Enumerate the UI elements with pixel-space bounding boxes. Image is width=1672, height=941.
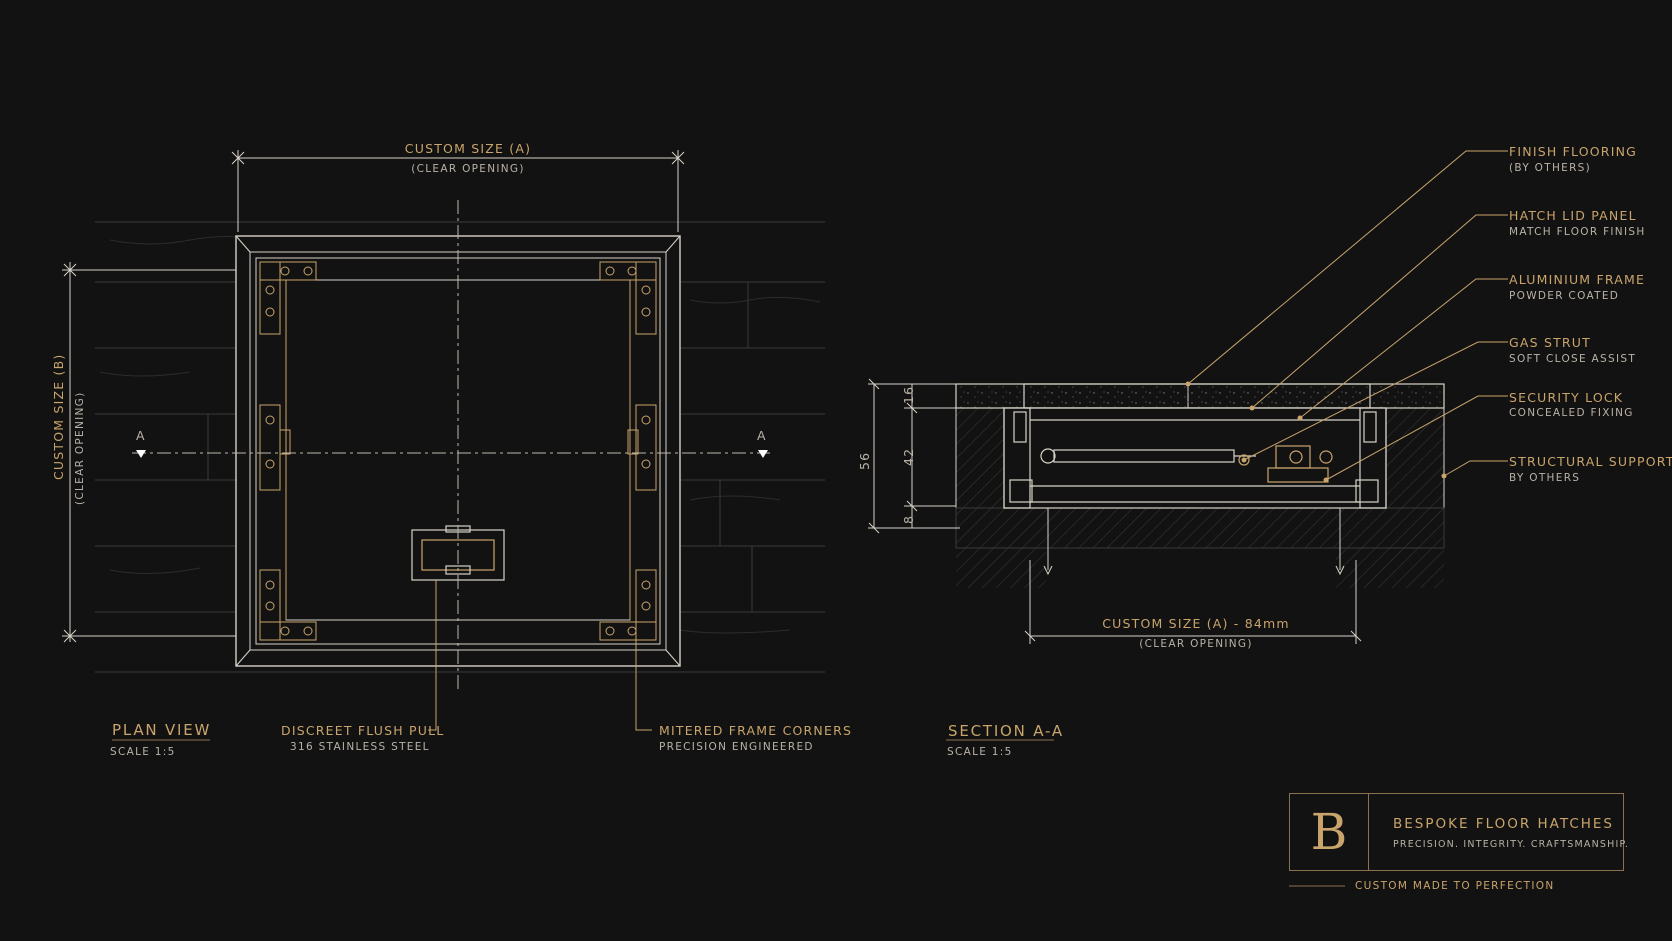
plan-dim-top bbox=[231, 150, 685, 232]
security-lock bbox=[1267, 445, 1333, 483]
section-dim-bottom bbox=[1024, 560, 1362, 644]
section-callout-leaders bbox=[1185, 150, 1508, 483]
section-dim-mid: 42 bbox=[901, 447, 916, 466]
callout-structural-support-sub: BY OTHERS bbox=[1509, 472, 1581, 484]
callout-hatch-lid: HATCH LID PANEL bbox=[1509, 208, 1637, 223]
section-dim-bottom-sub: (CLEAR OPENING) bbox=[1139, 638, 1253, 650]
callout-corners-title: MITERED FRAME CORNERS bbox=[659, 723, 853, 738]
brand-block: B BESPOKE FLOOR HATCHES PRECISION. INTEG… bbox=[1289, 793, 1628, 871]
callout-gas-strut-sub: SOFT CLOSE ASSIST bbox=[1509, 353, 1637, 365]
callout-hatch-lid-sub: MATCH FLOOR FINISH bbox=[1509, 226, 1646, 238]
plan-dim-left-label: CUSTOM SIZE (B) bbox=[51, 353, 66, 480]
brand-name: BESPOKE FLOOR HATCHES bbox=[1393, 816, 1615, 832]
section-dims-vertical bbox=[868, 378, 960, 534]
callout-structural-support: STRUCTURAL SUPPORT bbox=[1509, 454, 1672, 469]
callout-pull-title: DISCREET FLUSH PULL bbox=[281, 723, 445, 738]
plan-dim-top-sub: (CLEAR OPENING) bbox=[411, 163, 525, 175]
plan-view bbox=[62, 150, 825, 741]
section-marker-right: A bbox=[757, 428, 767, 443]
brand-divider bbox=[1368, 794, 1369, 870]
section-view bbox=[868, 150, 1508, 741]
plan-dim-left bbox=[62, 262, 240, 643]
callout-gas-strut: GAS STRUT bbox=[1509, 335, 1591, 350]
plan-dim-top-label: CUSTOM SIZE (A) bbox=[404, 141, 532, 156]
plan-dim-left-sub: (CLEAR OPENING) bbox=[74, 391, 86, 506]
section-title: SECTION A-A bbox=[948, 722, 1064, 740]
section-frame bbox=[1003, 383, 1387, 509]
callout-finish-flooring-sub: (BY OTHERS) bbox=[1509, 162, 1592, 174]
section-fixings bbox=[1043, 508, 1345, 576]
section-dim-bottom-label: CUSTOM SIZE (A) - 84mm bbox=[1102, 616, 1290, 631]
brand-tagline: PRECISION. INTEGRITY. CRAFTSMANSHIP. bbox=[1393, 839, 1630, 850]
section-dim-bottom: 8 bbox=[901, 514, 916, 524]
callout-corners-sub: PRECISION ENGINEERED bbox=[659, 741, 814, 753]
callout-finish-flooring: FINISH FLOORING bbox=[1509, 144, 1638, 159]
plan-centerlines bbox=[132, 200, 770, 690]
brand-monogram: B bbox=[1310, 803, 1348, 861]
section-scale: SCALE 1:5 bbox=[947, 746, 1013, 758]
plan-view-scale: SCALE 1:5 bbox=[110, 746, 176, 758]
callout-security-lock: SECURITY LOCK bbox=[1509, 390, 1624, 405]
brand-footer: CUSTOM MADE TO PERFECTION bbox=[1355, 880, 1555, 892]
callout-aluminium-frame-sub: POWDER COATED bbox=[1509, 290, 1620, 302]
callout-pull-sub: 316 STAINLESS STEEL bbox=[290, 741, 430, 753]
section-dim-top: 16 bbox=[901, 385, 916, 404]
section-dim-total: 56 bbox=[857, 451, 872, 470]
callout-security-lock-sub: CONCEALED FIXING bbox=[1509, 407, 1634, 419]
fixing-brackets bbox=[259, 261, 657, 641]
plan-callout-leaders bbox=[428, 580, 652, 731]
plan-view-title: PLAN VIEW bbox=[112, 721, 212, 739]
section-marker-left: A bbox=[136, 428, 146, 443]
callout-aluminium-frame: ALUMINIUM FRAME bbox=[1509, 272, 1646, 287]
